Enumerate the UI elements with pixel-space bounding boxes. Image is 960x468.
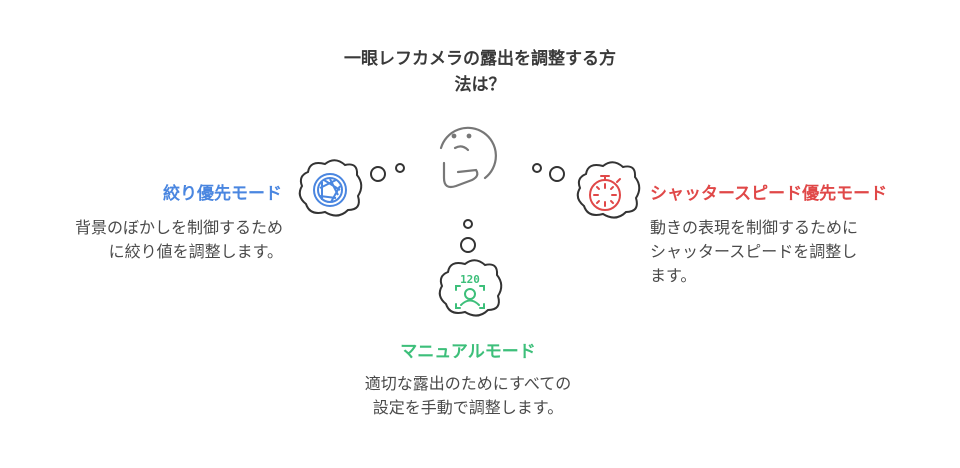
- manual-desc-line: 設定を手動で調整します。: [372, 398, 564, 417]
- aperture-icon: [313, 173, 347, 207]
- exposure-face-icon: [455, 285, 485, 309]
- thought-dots: [370, 163, 565, 253]
- diagram-title: 一眼レフカメラの露出を調整する方 法は？: [280, 46, 680, 98]
- thought-dot: [460, 237, 476, 253]
- manual-desc-line: 適切な露出のためにすべての: [364, 374, 572, 393]
- aperture-desc-line: 背景のぼかしを制御するため: [74, 218, 283, 237]
- shutter-desc-line: ます。: [650, 266, 697, 285]
- aperture-desc-line: に絞り値を調整します。: [108, 242, 283, 261]
- stopwatch-icon: [589, 175, 621, 211]
- shutter-desc-line: 動きの表現を制御するために: [650, 218, 859, 237]
- thought-dot: [395, 163, 405, 173]
- aperture-heading: 絞り優先モード: [163, 184, 282, 204]
- thought-dot: [549, 166, 565, 182]
- title-line-2: 法は？: [454, 75, 506, 95]
- manual-icon-label: 120: [460, 273, 480, 286]
- thinking-face-icon: [439, 126, 497, 189]
- thought-dot: [532, 163, 542, 173]
- aperture-description: 背景のぼかしを制御するため に絞り値を調整します。: [75, 216, 283, 264]
- thought-dot: [463, 219, 473, 229]
- shutter-heading: シャッタースピード優先モード: [650, 184, 888, 204]
- manual-description: 適切な露出のためにすべての 設定を手動で調整します。: [318, 372, 618, 420]
- thought-dot: [370, 166, 386, 182]
- cloud-manual: [438, 259, 503, 317]
- manual-heading: マニュアルモード: [400, 342, 536, 362]
- shutter-desc-line: シャッタースピードを調整し: [650, 242, 858, 261]
- cloud-aperture: [298, 159, 363, 217]
- shutter-description: 動きの表現を制御するために シャッタースピードを調整し ます。: [650, 216, 858, 288]
- title-line-1: 一眼レフカメラの露出を調整する方: [344, 49, 616, 69]
